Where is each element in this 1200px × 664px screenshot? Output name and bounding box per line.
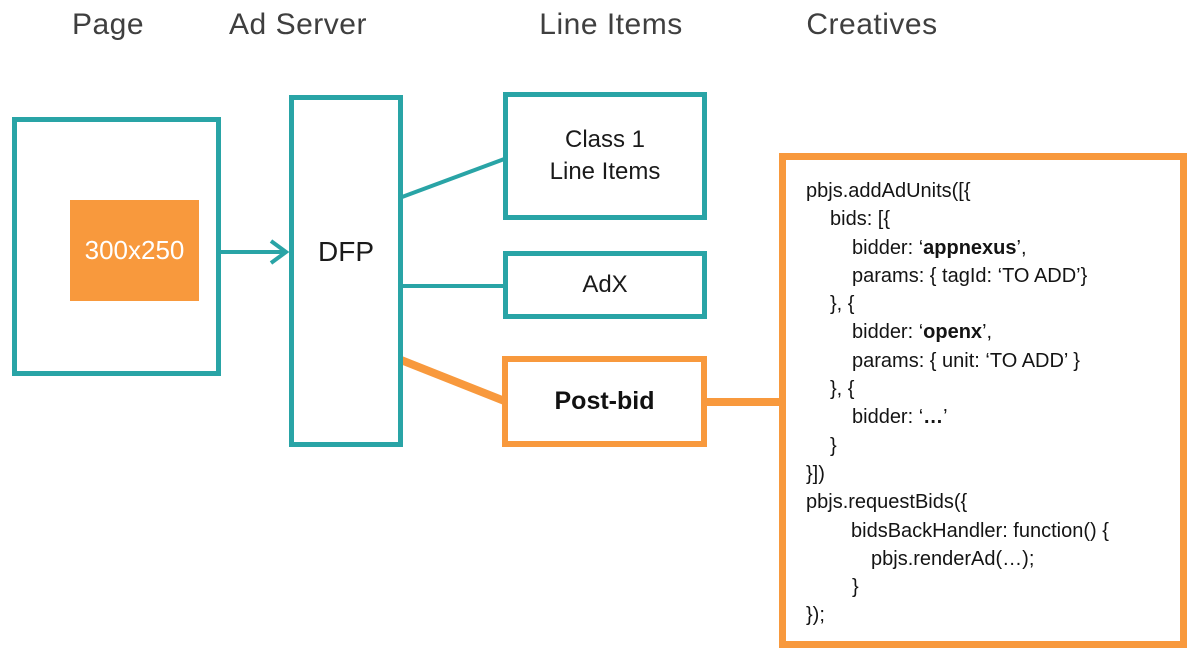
code-line: }]): [806, 462, 825, 485]
class1-label-line1: Class 1: [564, 126, 646, 153]
code-line: pbjs.renderAd(…);: [871, 547, 1035, 570]
code-line: bidder: ‘appnexus’,: [852, 236, 1027, 259]
code-line: }: [852, 576, 859, 599]
ad-slot-300x250: 300x250: [70, 200, 199, 301]
code-line: bids: [{: [830, 208, 891, 231]
postbid-box: Post-bid: [502, 356, 707, 447]
class1-label-line2: Line Items: [549, 158, 661, 185]
creatives-code-box: pbjs.addAdUnits([{ bids: [{ bidder: ‘appne…: [779, 153, 1187, 648]
column-header-creatives: Creatives: [806, 8, 938, 41]
code-line: pbjs.addAdUnits([{: [806, 180, 971, 202]
code-lines: pbjs.addAdUnits([{ bids: [{ bidder: ‘appne…: [806, 177, 1170, 630]
adx-label: AdX: [582, 271, 628, 298]
column-header-page: Page: [71, 8, 145, 41]
dfp-box: DFP: [289, 95, 403, 447]
code-line: params: { unit: ‘TO ADD’ }: [852, 349, 1080, 372]
code-line: }, {: [830, 293, 855, 316]
line-dfp-to-class1: [401, 156, 508, 199]
code-line: }, {: [830, 378, 855, 401]
code-line: bidsBackHandler: function() {: [851, 519, 1109, 542]
code-line: }: [830, 434, 837, 457]
code-line: bidder: ‘…’: [852, 406, 948, 429]
code-line: bidder: ‘openx’,: [852, 321, 993, 344]
code-line: });: [806, 604, 825, 627]
arrow-head-icon: [269, 239, 290, 265]
column-header-line-items: Line Items: [539, 8, 683, 41]
class1-line-items-box: Class 1 Line Items: [503, 92, 707, 220]
adx-box: AdX: [503, 251, 707, 319]
postbid-label: Post-bid: [554, 387, 655, 415]
dfp-label: DFP: [318, 236, 374, 267]
column-header-ad-server: Ad Server: [229, 8, 367, 41]
code-line: params: { tagId: ‘TO ADD’}: [852, 264, 1088, 287]
code-line: pbjs.requestBids({: [806, 491, 968, 514]
line-dfp-to-postbid: [399, 356, 509, 406]
